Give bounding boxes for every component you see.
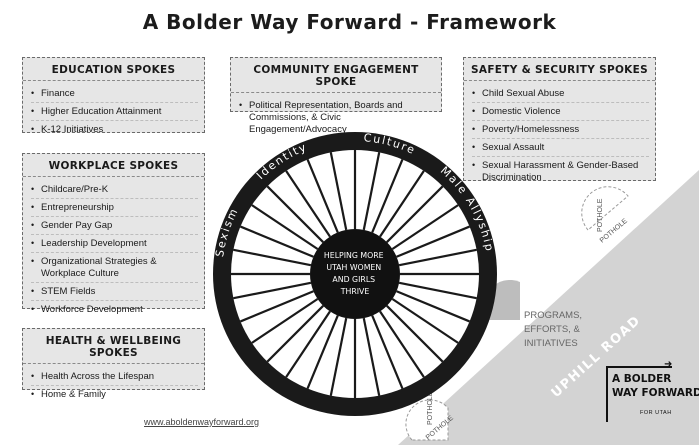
uphill-road [398,170,699,445]
wheel-spoke [240,290,314,323]
wheel-spoke [391,298,459,344]
logo-line-2: WAY FORWARD [612,387,699,399]
logo-subtitle: FOR UTAH [640,410,672,416]
logo-frame [606,366,672,422]
programs-line-1: PROGRAMS, [524,310,582,321]
wheel-spoke [398,281,477,300]
wheel-spokes [231,150,479,398]
wheel-spoke [285,310,331,378]
hub-line-1: HELPING MORE [324,251,384,260]
wheel-spoke [386,185,444,243]
wheel-spoke [306,315,339,389]
page-title: A Bolder Way Forward - Framework [142,10,557,34]
wheel-spoke [398,248,477,267]
health-wellbeing-spokes-box: HEALTH & WELLBEING SPOKES Health Across … [22,328,205,400]
list-item: Workforce Development [31,301,198,318]
hub-text: HELPING MORE UTAH WOMEN AND GIRLS THRIVE [324,251,386,296]
pothole-label-lower: POTHOLE [427,391,434,425]
wheel-spoke [329,317,348,396]
wheel-hub [310,229,400,319]
education-spokes-box: EDUCATION SPOKES Finance Higher Educatio… [22,57,205,135]
hub-line-2: UTAH WOMEN [326,263,381,272]
list-item: Home & Family [31,386,198,403]
wheel-spoke [329,152,348,231]
community-engagement-spoke-box: COMMUNITY ENGAGEMENT SPOKE Political Rep… [230,57,442,135]
pothole-lower [405,399,449,441]
safety-security-spokes-box: SAFETY & SECURITY SPOKES Child Sexual Ab… [463,57,656,183]
pothole-upper [581,186,629,231]
wheel-spoke [251,298,319,344]
wheel-spoke [371,159,404,233]
list-item: K-12 Initiatives [31,121,198,138]
wheel-spoke [379,170,425,238]
community-engagement-title: COMMUNITY ENGAGEMENT SPOKE [231,62,441,93]
wheel-spoke [396,225,470,258]
wheel-spoke [391,204,459,250]
wheel-spoke [266,305,324,363]
safety-security-title: SAFETY & SECURITY SPOKES [464,62,655,81]
logo-line-1: A BOLDER [612,373,672,385]
website-link[interactable]: www.aboldenwayforward.org [144,417,260,427]
wheel-spoke [233,248,312,267]
health-wellbeing-title: HEALTH & WELLBEING SPOKES [23,333,204,364]
wheel-spoke [251,204,319,250]
wheel-spoke [379,310,425,378]
workplace-spokes-box: WORKPLACE SPOKES Childcare/Pre-K Entrepr… [22,153,205,315]
wheel-spoke [396,290,470,323]
wheel-spoke [371,315,404,389]
arrow-icon: ➜ [664,359,673,370]
bolder-way-forward-logo: ➜ A BOLDER WAY FORWARD FOR UTAH [606,359,699,426]
wheel-spoke [233,281,312,300]
list-item: Political Representation, Boards and Com… [239,97,435,138]
wheel-spoke [266,185,324,243]
list-item: Sexual Harassment & Gender-Based Discrim… [472,157,649,186]
wheel-spoke [306,159,339,233]
workplace-spokes-title: WORKPLACE SPOKES [23,158,204,177]
programs-line-2: EFFORTS, & [524,324,580,335]
wheel-spoke [285,170,331,238]
programs-line-3: INITIATIVES [524,338,578,349]
hub-line-4: THRIVE [340,287,370,296]
pothole-label-upper: POTHOLE [597,198,604,232]
wheel-spoke [362,152,381,231]
wheel-spoke [386,305,444,363]
wheel-spoke [362,317,381,396]
education-spokes-title: EDUCATION SPOKES [23,62,204,81]
wheel-spoke [240,225,314,258]
hub-line-3: AND GIRLS [332,275,375,284]
